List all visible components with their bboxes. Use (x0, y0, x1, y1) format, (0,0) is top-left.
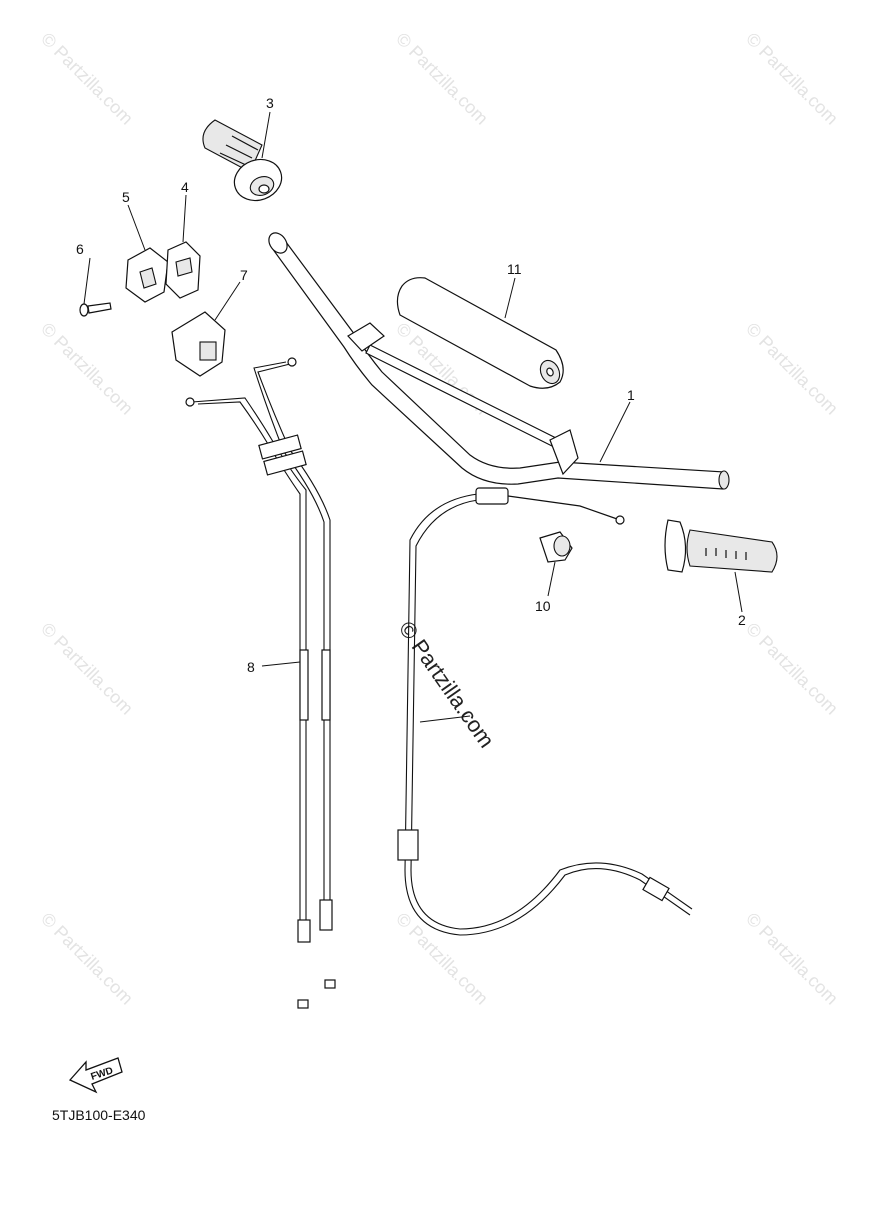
throttle-housing-upper[interactable] (125, 247, 169, 303)
cable-adjuster[interactable] (539, 531, 573, 563)
watermark: © Partzilla.com (37, 909, 137, 1009)
watermark: © Partzilla.com (392, 909, 492, 1009)
callout-3: 3 (266, 95, 274, 111)
watermark: © Partzilla.com (37, 619, 137, 719)
watermark: © Partzilla.com (742, 319, 842, 419)
throttle-housing-lower[interactable] (165, 241, 201, 299)
watermark: © Partzilla.com (392, 29, 492, 129)
watermark-grid: © Partzilla.com © Partzilla.com © Partzi… (37, 29, 842, 1009)
watermark: © Partzilla.com (742, 619, 842, 719)
throttle-grip[interactable] (202, 119, 287, 207)
callout-11: 11 (507, 261, 522, 277)
callout-1: 1 (627, 387, 635, 403)
callout-numbers: 1 2 3 4 5 6 7 8 10 11 (76, 95, 746, 675)
fwd-arrow-icon: FWD (68, 1057, 123, 1094)
watermark: © Partzilla.com (37, 29, 137, 129)
handlebar-pad[interactable] (396, 277, 564, 389)
callout-5: 5 (122, 189, 130, 205)
leader-lines (83, 111, 743, 723)
callout-6: 6 (76, 241, 84, 257)
throttle-cover[interactable] (171, 311, 226, 377)
center-watermark: © Partzilla.com (394, 617, 500, 753)
left-grip[interactable] (664, 519, 778, 573)
watermark: © Partzilla.com (37, 319, 137, 419)
clutch-cable[interactable] (397, 487, 693, 936)
watermark: © Partzilla.com (742, 909, 842, 1009)
watermark: © Partzilla.com (742, 29, 842, 129)
callout-4: 4 (181, 179, 189, 195)
callout-7: 7 (240, 267, 248, 283)
handlebar[interactable] (265, 229, 730, 490)
drawing-code: 5TJB100-E340 (52, 1107, 146, 1123)
throttle-cables[interactable] (185, 357, 336, 1009)
housing-screw[interactable] (79, 302, 112, 317)
callout-8: 8 (247, 659, 255, 675)
callout-2: 2 (738, 612, 746, 628)
callout-10: 10 (535, 598, 551, 614)
